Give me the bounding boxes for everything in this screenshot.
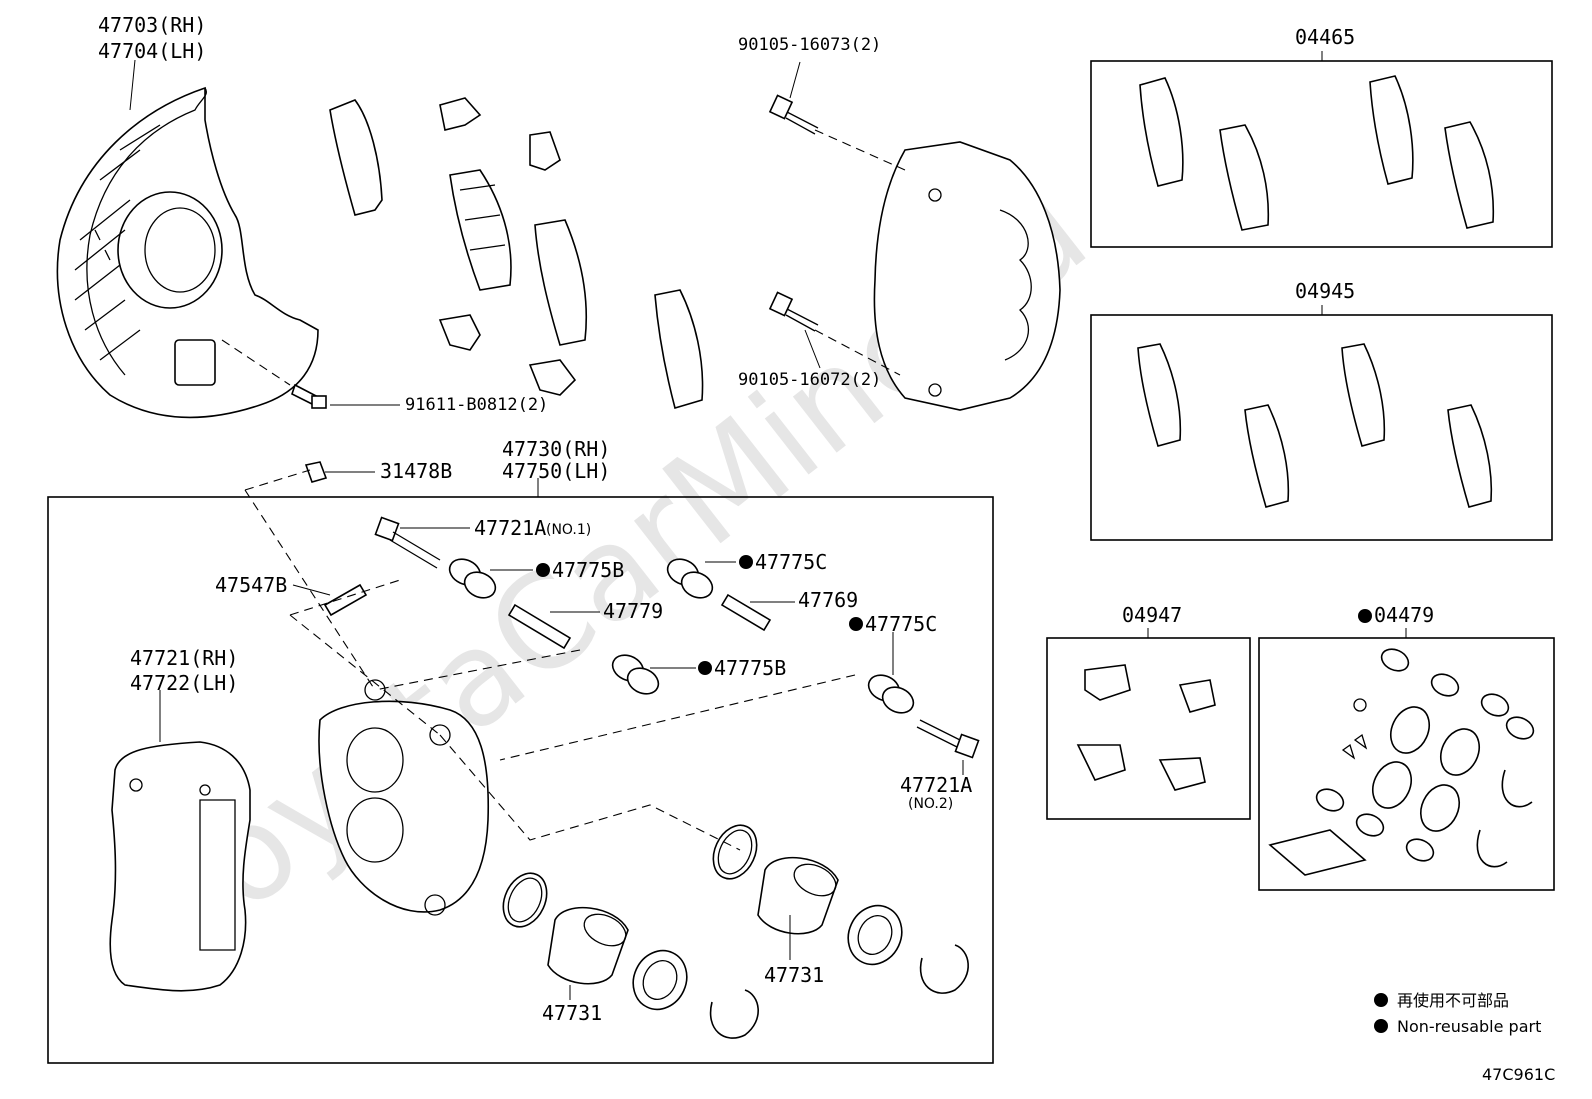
diagram-code: 47C961C [1482,1065,1555,1084]
shim-kit-label: 04945 [1295,279,1355,303]
piston-2-label: 47731 [764,963,824,987]
boot-b-2-label: 47775B [714,656,786,680]
seal-kit-contents [1268,648,1535,876]
dust-boot-2-part [847,904,903,966]
piston-1-label: 47731 [542,1001,602,1025]
dust-cover-rh-label: 47703(RH) [98,13,206,37]
shim-group-top [329,97,704,410]
caliper-body-part [318,679,490,916]
clip-kit-box [1046,637,1251,820]
slide-pin-c-part [720,593,772,632]
leader-lines [129,51,1407,1000]
bolt-upper-label: 90105-16073(2) [738,35,881,55]
pin-bolt-1-note: (NO.1) [546,522,591,538]
pin-bolt-1-label: 47721A [474,516,546,540]
legend-dot-jp [1374,993,1388,1007]
boot-b-1-label: 47775B [552,558,624,582]
clip-kit-label: 04947 [1122,603,1182,627]
bleeder-part [323,583,368,617]
dust-boot-1-part [632,949,688,1011]
mounting-bracket-part [109,741,251,992]
dust-cover-part [56,86,319,419]
pin-bolt-1-part [374,516,441,569]
shield-bolt-label: 91611-B0812(2) [405,395,548,415]
mount-lh-label: 47722(LH) [130,671,238,695]
cap-part [304,461,328,483]
legend-text-jp: 再使用不可部品 [1397,991,1509,1010]
boot-c-1-label: 47775C [755,550,827,574]
upper-caliper-part [873,141,1061,411]
pad-kit-contents [1139,75,1495,231]
non-reusable-dot [536,563,550,577]
non-reusable-dot [849,617,863,631]
caliper-assembly-box [47,496,994,1064]
legend-dot-en [1374,1019,1388,1033]
pin-bolt-2-note: (NO.2) [908,796,953,812]
non-reusable-dot [739,555,753,569]
clip-kit-contents [1076,664,1216,791]
shield-bolt-part [291,383,327,409]
boot-b-1-part [448,558,497,599]
boot-c-2-part [867,674,915,714]
non-reusable-dot [1358,609,1372,623]
pin-bolt-2-part [916,719,980,759]
non-reusable-dot [698,661,712,675]
pin-bolt-2-label: 47721A [900,773,972,797]
piston-1-part [547,906,629,985]
dashed-lines [221,129,906,851]
caliper-assy-lh-label: 47750(LH) [502,459,610,483]
bleeder-label: 47547B [215,573,287,597]
caliper-bolt-lower-part [768,291,819,332]
cap-label: 31478B [380,459,452,483]
boot-c-1-part [666,558,714,599]
piston-2-part [757,856,839,935]
bolt-lower-label: 90105-16072(2) [738,370,881,390]
seal-ring-1-part [502,872,548,928]
retaining-ring-1-part [709,989,759,1039]
slide-pin-c-label: 47769 [798,588,858,612]
seal-kit-label: 04479 [1374,603,1434,627]
legend-text-en: Non-reusable part [1397,1017,1541,1036]
mount-rh-label: 47721(RH) [130,646,238,670]
boot-c-2-label: 47775C [865,612,937,636]
caliper-assy-rh-label: 47730(RH) [502,437,610,461]
shim-kit-contents [1137,343,1493,508]
slide-pin-b-label: 47779 [603,599,663,623]
legend: 再使用不可部品 Non-reusable part [1374,991,1541,1036]
boot-b-2-part [611,654,660,695]
pad-kit-label: 04465 [1295,25,1355,49]
retaining-ring-2-part [919,944,969,994]
seal-ring-2-part [712,824,758,880]
slide-pin-b-part [507,603,572,650]
caliper-bolt-upper-part [768,94,819,135]
dust-cover-lh-label: 47704(LH) [98,39,206,63]
